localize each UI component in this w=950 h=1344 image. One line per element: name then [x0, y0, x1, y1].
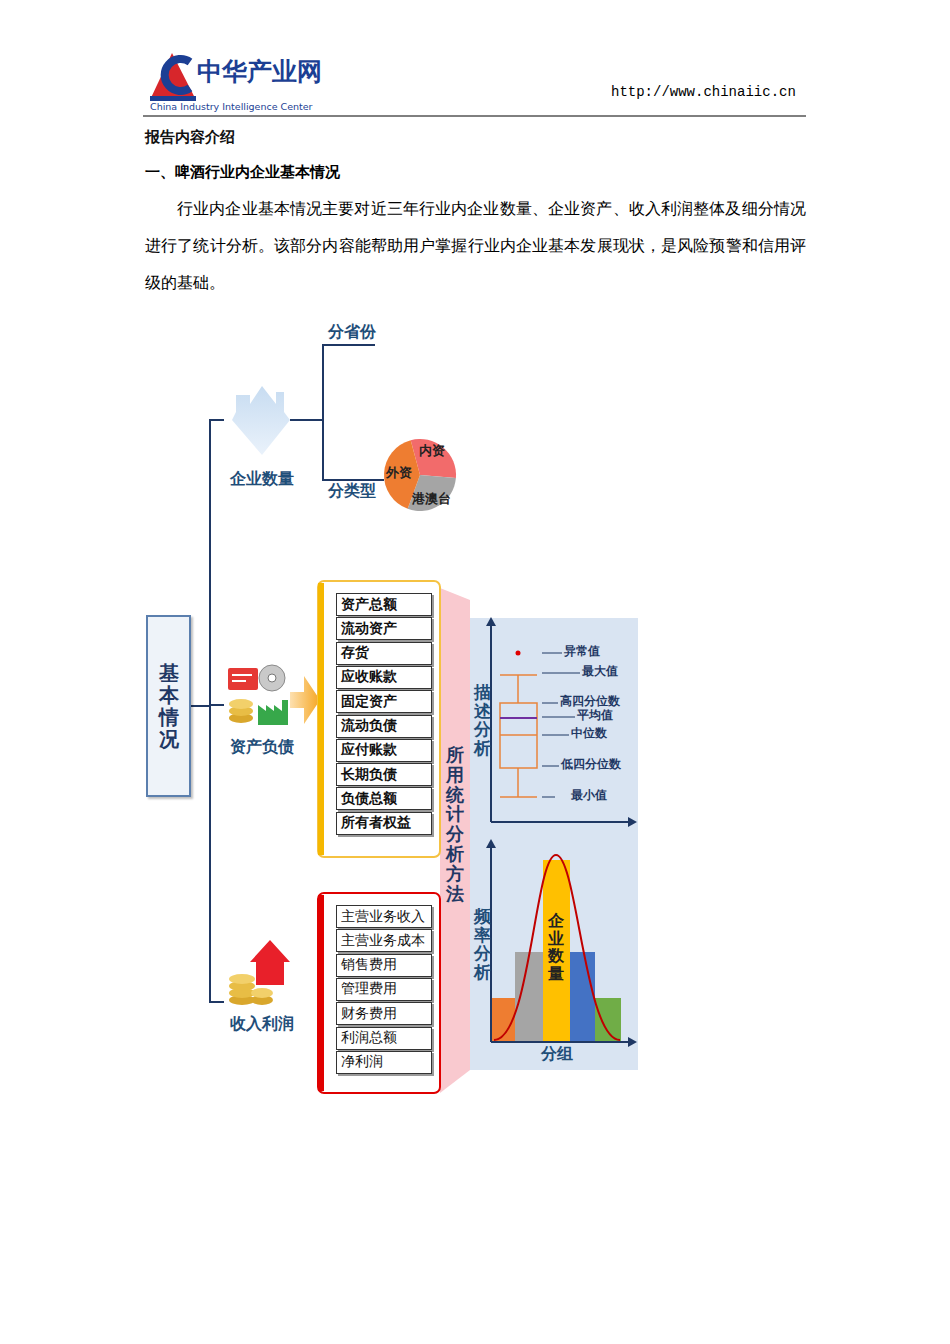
logo [150, 53, 196, 101]
node-text: 企业数量 [230, 469, 294, 490]
box-plot [486, 617, 637, 827]
indicator-box: 应收账款 [336, 666, 432, 689]
panels [318, 581, 638, 1093]
band-title: 所用统计分析方法 [446, 745, 464, 903]
indicator-box: 净利润 [336, 1051, 432, 1074]
pie-label: 外资 [386, 465, 412, 481]
logo-subtitle: China Industry Intelligence Center [150, 101, 313, 112]
node-text: 主营业务成本 [341, 932, 425, 950]
logo-text: 中华产业网 [197, 57, 322, 87]
node-text: 净利润 [341, 1053, 383, 1071]
indicator-box: 销售费用 [336, 954, 432, 977]
axis-title: 分组 [541, 1044, 573, 1063]
indicator-box: 流动负债 [336, 715, 432, 738]
indicator-box: 固定资产 [336, 690, 432, 713]
indicator-box: 负债总额 [336, 787, 432, 810]
boxplot-label: 中位数 [571, 727, 607, 741]
root-box: 基本情况 [146, 615, 191, 797]
boxplot-label: 低四分位数 [561, 758, 621, 772]
boxplot-label: 异常值 [564, 645, 600, 659]
node-text: 流动负债 [341, 717, 397, 735]
node-text: 固定资产 [341, 693, 397, 711]
node-text: 存货 [341, 644, 369, 662]
indicator-box: 所有者权益 [336, 812, 432, 835]
category-node: 资产负债 [224, 660, 300, 758]
node-text: 流动资产 [341, 620, 397, 638]
boxplot-label: 最小值 [571, 789, 607, 803]
indicator-box: 长期负债 [336, 763, 432, 786]
axis-title: 频率分析 [474, 907, 491, 982]
node-text: 销售费用 [341, 956, 397, 974]
header-rule [143, 116, 806, 117]
node-text: 资产负债 [230, 737, 294, 758]
indicator-box: 资产总额 [336, 593, 432, 616]
tree-connector [191, 420, 224, 706]
branch-label: 分省份 [328, 322, 376, 341]
url: http://www.chinaiic.cn [611, 84, 796, 101]
boxplot-label: 高四分位数 [560, 695, 620, 709]
node-text: 管理费用 [341, 980, 397, 998]
category-node: 收入利润 [224, 935, 300, 1035]
node-text: 负债总额 [341, 790, 397, 808]
indicator-box: 存货 [336, 642, 432, 665]
node-text: 基本情况 [159, 662, 179, 750]
body-paragraph: 行业内企业基本情况主要对近三年行业内企业数量、企业资产、收入利润整体及细分情况进… [145, 190, 806, 301]
node-text: 利润总额 [341, 1029, 397, 1047]
node-text: 财务费用 [341, 1005, 397, 1023]
node-text: 应收账款 [341, 668, 397, 686]
axis-title: 描述分析 [474, 683, 491, 758]
asset-icons [228, 665, 288, 725]
node-text: 收入利润 [230, 1014, 294, 1035]
section-heading: 一、啤酒行业内企业基本情况 [145, 163, 340, 181]
indicator-box: 财务费用 [336, 1002, 432, 1025]
histogram [486, 839, 637, 1047]
indicator-box: 管理费用 [336, 978, 432, 1001]
pie-chart [384, 439, 456, 511]
page-heading: 报告内容介绍 [145, 128, 235, 146]
branch-label: 分类型 [328, 481, 376, 500]
pie-label: 港澳台 [412, 491, 451, 507]
indicator-box: 流动资产 [336, 617, 432, 640]
income-icons [229, 940, 290, 1005]
node-text: 主营业务收入 [341, 908, 425, 926]
tree-connector [191, 706, 224, 1002]
flow-arrow [290, 676, 320, 724]
node-text: 应付账款 [341, 741, 397, 759]
boxplot-label: 平均值 [577, 709, 613, 723]
node-text: 长期负债 [341, 766, 397, 784]
indicator-box: 主营业务收入 [336, 905, 432, 928]
bar-label: 企业数量 [548, 912, 564, 982]
indicator-box: 主营业务成本 [336, 929, 432, 952]
node-text: 所有者权益 [341, 814, 411, 832]
factory-icon [232, 386, 290, 455]
indicator-box: 利润总额 [336, 1027, 432, 1050]
indicator-box: 应付账款 [336, 739, 432, 762]
pie-label: 内资 [419, 443, 445, 459]
boxplot-label: 最大值 [582, 665, 618, 679]
branch-lines [290, 345, 384, 480]
category-node: 企业数量 [224, 380, 300, 490]
node-text: 资产总额 [341, 596, 397, 614]
